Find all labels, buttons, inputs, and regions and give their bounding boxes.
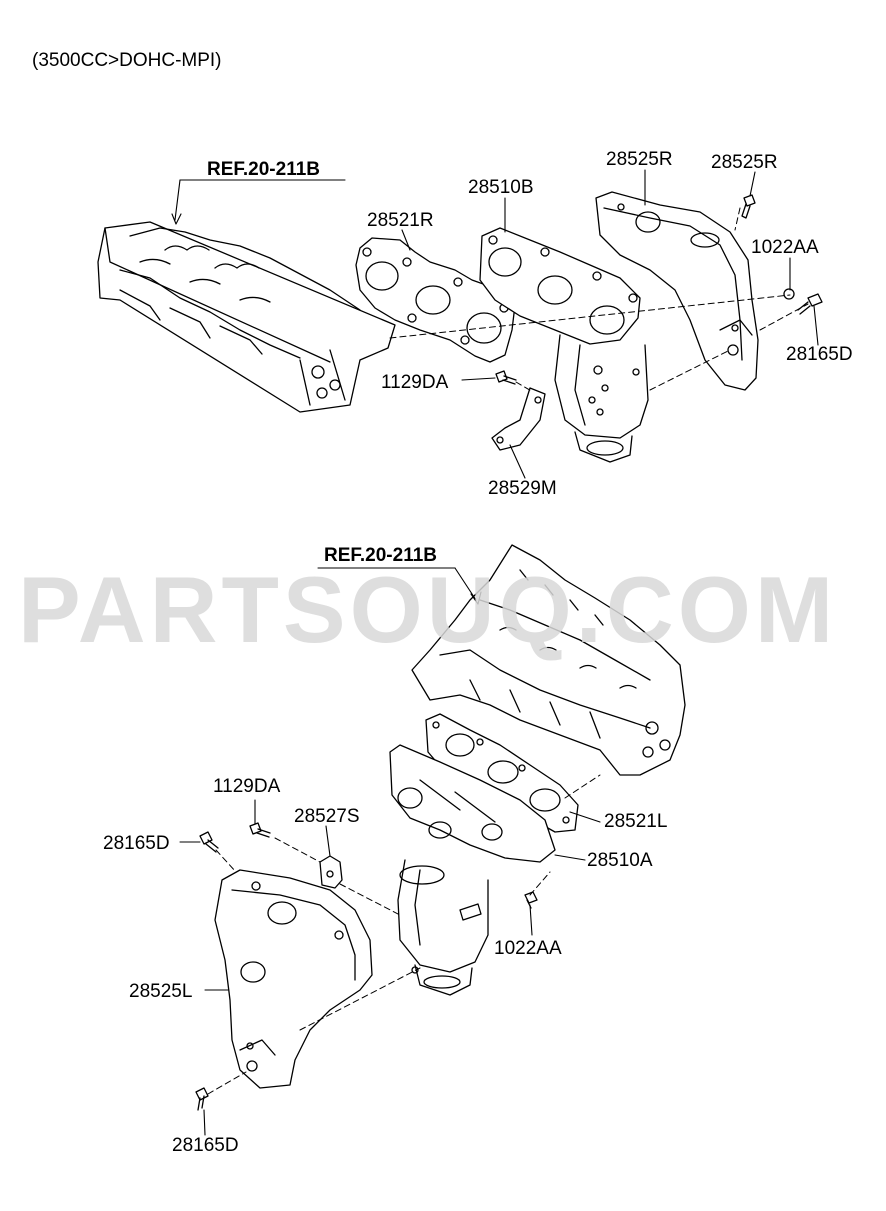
part-label-28510B[interactable]: 28510B	[468, 177, 534, 198]
bolt-28165D-upper	[797, 293, 823, 315]
cylinder-head-left	[411, 544, 686, 776]
part-label-1022AA-lower[interactable]: 1022AA	[494, 938, 562, 959]
heat-shield-28525R	[595, 191, 759, 391]
part-label-28521L[interactable]: 28521L	[604, 811, 668, 832]
part-label-28527S[interactable]: 28527S	[294, 806, 360, 827]
bolt-28165D-lower-b	[195, 1087, 209, 1111]
part-label-28165D-upper[interactable]: 28165D	[786, 344, 853, 365]
part-label-28165D-lower-b[interactable]: 28165D	[172, 1135, 239, 1156]
part-label-28525R-a[interactable]: 28525R	[606, 149, 673, 170]
bracket-28529M	[491, 387, 546, 451]
part-label-28510A[interactable]: 28510A	[587, 850, 653, 871]
part-label-28529M[interactable]: 28529M	[488, 478, 557, 499]
bolt-1129DA-lower	[249, 822, 271, 838]
part-label-1129DA-lower[interactable]: 1129DA	[213, 776, 281, 797]
part-label-28165D-lower-a[interactable]: 28165D	[103, 833, 170, 854]
part-label-28521R[interactable]: 28521R	[367, 210, 434, 231]
engine-spec-title: (3500CC>DOHC-MPI)	[32, 50, 222, 71]
exhaust-manifold-28510A	[389, 744, 556, 996]
ref-label-upper[interactable]: REF.20-211B	[207, 159, 321, 180]
part-label-1129DA-upper[interactable]: 1129DA	[381, 372, 449, 393]
bolt-1129DA-upper	[495, 370, 517, 385]
bracket-28527S	[319, 855, 343, 889]
ref-label-lower[interactable]: REF.20-211B	[324, 545, 438, 566]
cylinder-head-right	[97, 221, 396, 413]
part-label-1022AA-upper[interactable]: 1022AA	[751, 237, 819, 258]
heat-shield-28525L	[214, 869, 373, 1089]
nut-1022AA-upper	[783, 288, 795, 300]
bolt-28525R	[741, 194, 756, 219]
bolt-28165D-lower-a	[199, 831, 219, 853]
gasket-28521R	[355, 237, 516, 363]
part-label-28525R-b[interactable]: 28525R	[711, 152, 778, 173]
part-label-28525L[interactable]: 28525L	[129, 981, 193, 1002]
